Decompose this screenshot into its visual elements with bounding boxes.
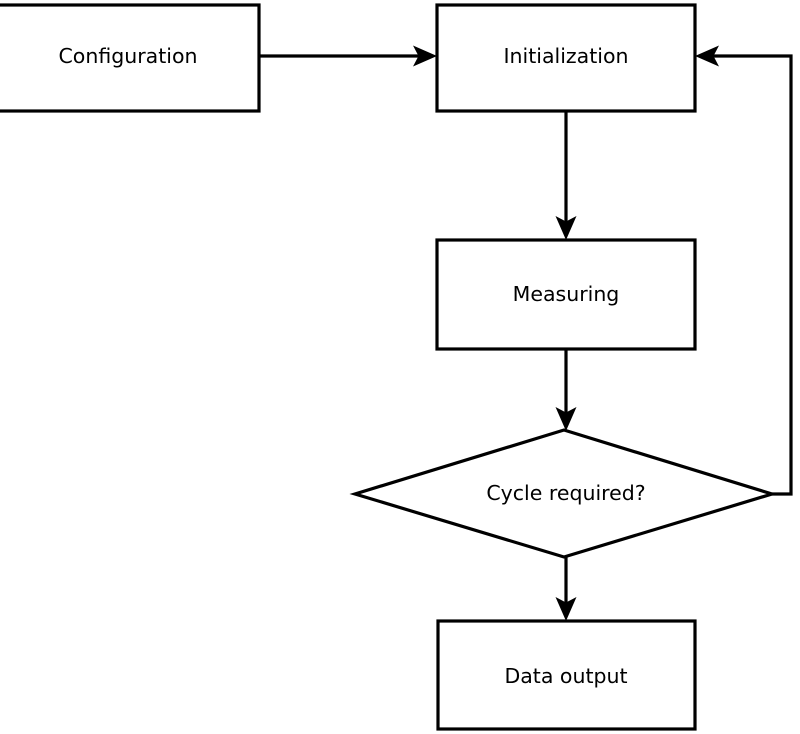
initialization-box[interactable]	[435, 3, 697, 113]
configuration-label: Configuration	[58, 44, 197, 68]
edge-measuring-cycle	[555, 349, 577, 431]
arrowhead-down-icon	[555, 407, 577, 431]
data-output-box[interactable]	[436, 619, 697, 731]
node-configuration[interactable]: Configuration	[0, 3, 261, 113]
measuring-label: Measuring	[513, 282, 620, 306]
edge-cycle-initialization-feedback	[695, 45, 793, 496]
node-measuring[interactable]: Measuring	[435, 238, 697, 351]
arrowhead-right-icon	[413, 45, 437, 67]
cycle-required-label: Cycle required?	[486, 481, 645, 505]
initialization-label: Initialization	[503, 44, 628, 68]
arrowhead-down-icon	[555, 597, 577, 621]
configuration-box[interactable]	[0, 3, 261, 113]
edge-cycle-data-output	[555, 557, 577, 621]
data-output-label: Data output	[504, 664, 627, 688]
node-data-output[interactable]: Data output	[436, 619, 697, 731]
edge-initialization-measuring	[555, 111, 577, 240]
arrowhead-down-icon	[555, 216, 577, 240]
node-initialization[interactable]: Initialization	[435, 3, 697, 113]
node-cycle-required[interactable]: Cycle required?	[349, 428, 778, 559]
edge-line-cycle-init-feedback	[707, 54, 793, 496]
measuring-box[interactable]	[435, 238, 697, 351]
edge-configuration-initialization	[259, 45, 437, 67]
cycle-required-diamond[interactable]	[349, 428, 778, 559]
arrowhead-left-icon	[695, 45, 719, 67]
